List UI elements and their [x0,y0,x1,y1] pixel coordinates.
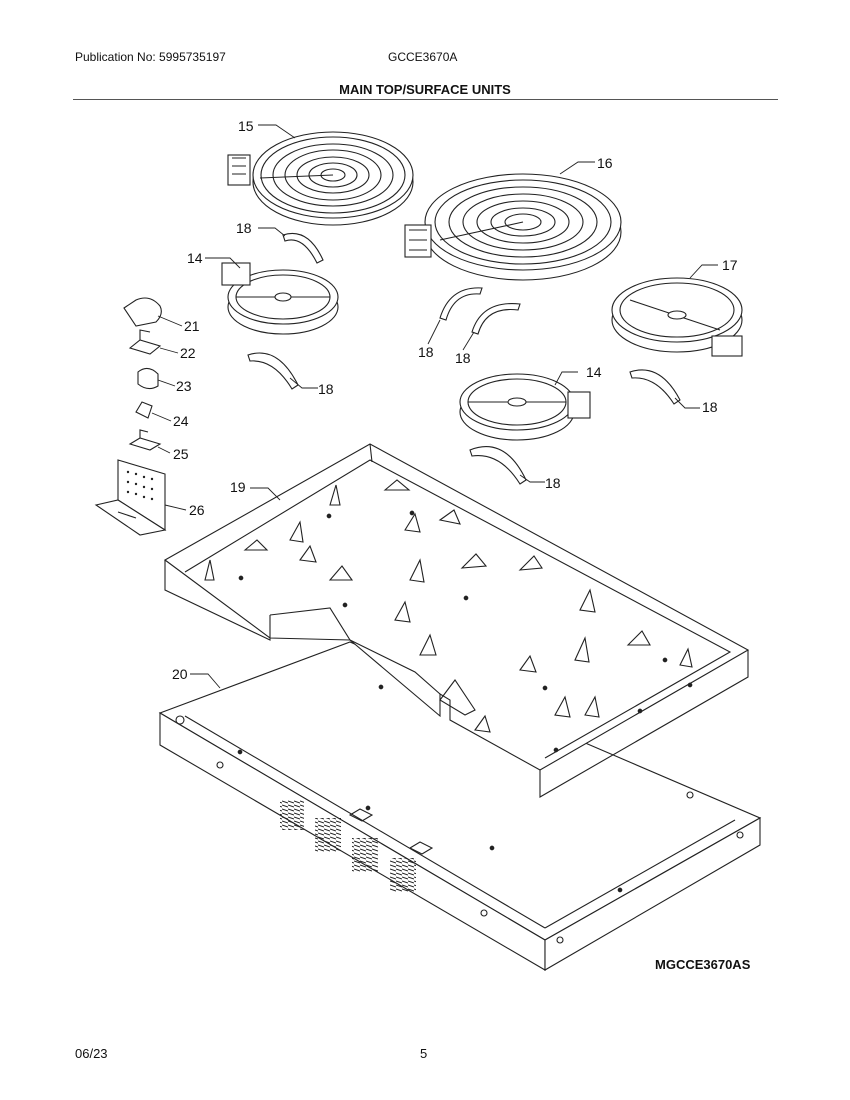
surface-element-part-17 [611,277,743,357]
clip-part-18-a [282,233,324,264]
drawing-id: MGCCE3670AS [655,957,751,972]
clip-part-24 [135,401,153,419]
model-number: GCCE3670A [388,50,458,64]
callout-23: 23 [176,378,192,394]
callout-17: 17 [722,257,738,273]
bracket-part-26 [94,459,167,536]
callout-14-left: 14 [187,250,203,266]
callout-26: 26 [189,502,205,518]
surface-element-part-16 [404,173,622,281]
callout-15: 15 [238,118,254,134]
callout-18-a: 18 [236,220,252,236]
callout-16: 16 [597,155,613,171]
callout-19: 19 [230,479,246,495]
bracket-part-22 [128,329,162,355]
callout-18-f: 18 [545,475,561,491]
callout-20: 20 [172,666,188,682]
clip-part-18-d [471,303,521,335]
clip-part-18-c [439,287,483,321]
top-pan-part-19 [163,443,750,798]
clip-part-18-e [629,369,681,405]
bottom-box-part-20 [158,641,762,971]
footer-date: 06/23 [75,1046,108,1061]
callout-22: 22 [180,345,196,361]
surface-element-part-14-left [221,262,339,335]
callout-18-d: 18 [455,350,471,366]
bracket-part-21 [123,297,162,327]
clip-part-18-f [469,446,527,485]
callout-14-center: 14 [586,364,602,380]
leader-lines [151,124,718,689]
clip-part-25 [128,429,162,451]
callout-18-b: 18 [318,381,334,397]
clip-part-18-b [247,352,299,390]
callout-21: 21 [184,318,200,334]
clip-part-23 [137,367,159,390]
page-title: MAIN TOP/SURFACE UNITS [339,82,511,97]
callout-18-c: 18 [418,344,434,360]
header-rule [73,99,778,100]
callout-18-e: 18 [702,399,718,415]
publication-number: Publication No: 5995735197 [75,50,226,64]
surface-element-part-14-center [459,373,591,441]
page-number: 5 [420,1046,428,1061]
surface-element-part-15 [227,131,414,226]
callout-24: 24 [173,413,189,429]
callout-labels: 15 16 17 14 14 18 18 18 18 18 18 19 20 2… [172,118,738,682]
callout-25: 25 [173,446,189,462]
